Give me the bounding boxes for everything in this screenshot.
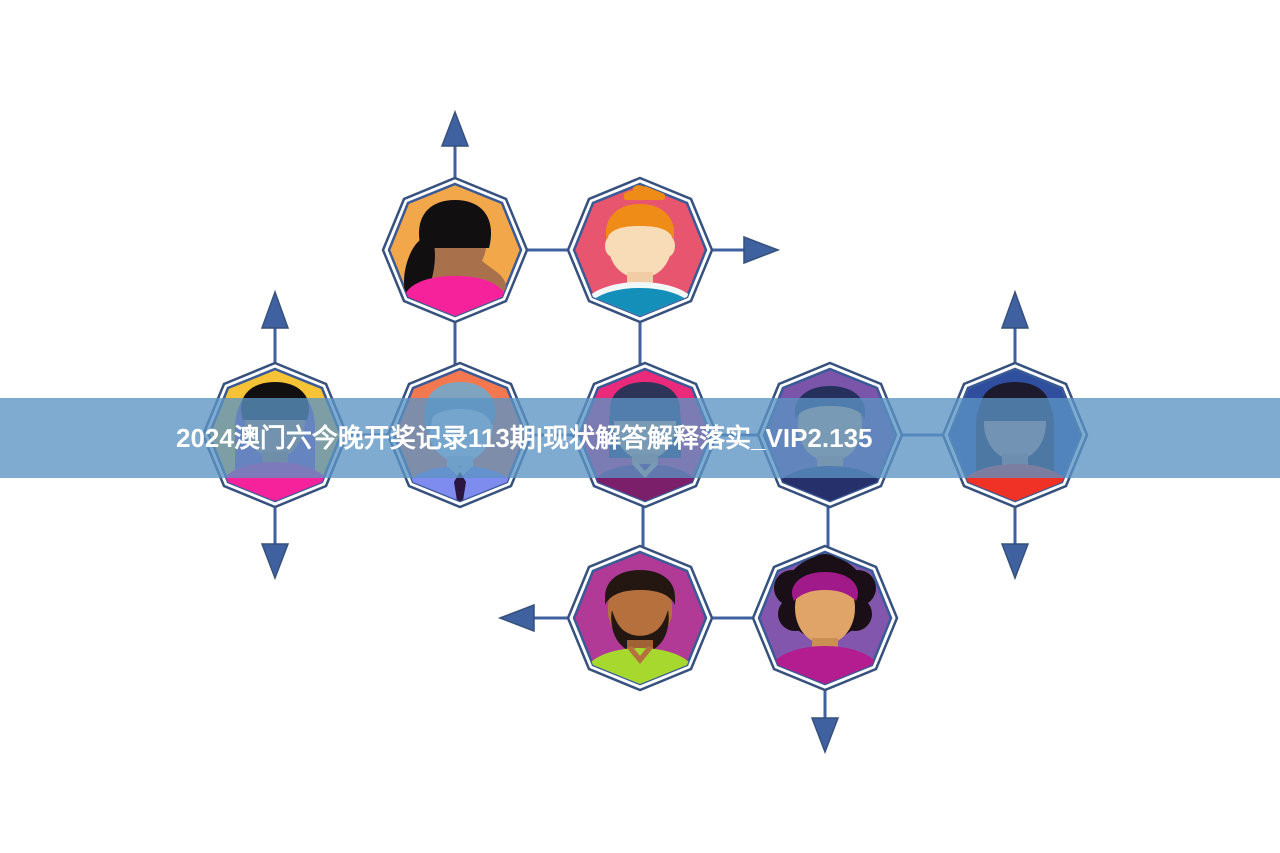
arrow-up-from-n7 — [1000, 289, 1030, 371]
arrows — [260, 109, 1030, 755]
arrow-right-from-n2 — [705, 235, 781, 265]
person-node-rose-orangehair[interactable] — [566, 176, 714, 326]
person-node-purple-afro[interactable] — [751, 544, 899, 692]
person-node-plum-greenshirt[interactable] — [566, 544, 714, 692]
arrow-down-from-n3 — [260, 499, 290, 581]
arrow-down-from-n7 — [1000, 499, 1030, 581]
arrow-down-from-n9 — [810, 682, 840, 755]
banner-title-text: 2024澳门六今晚开奖记录113期|现状解答解释落实_VIP2.135 — [176, 423, 873, 453]
person-node-orange-ponytail[interactable] — [381, 176, 529, 324]
title-banner: 2024澳门六今晚开奖记录113期|现状解答解释落实_VIP2.135 — [0, 398, 1280, 478]
avatar — [579, 570, 701, 684]
arrow-up-from-n1 — [440, 109, 470, 186]
arrow-up-from-n3 — [260, 289, 290, 371]
arrow-left-from-n8 — [497, 603, 576, 633]
